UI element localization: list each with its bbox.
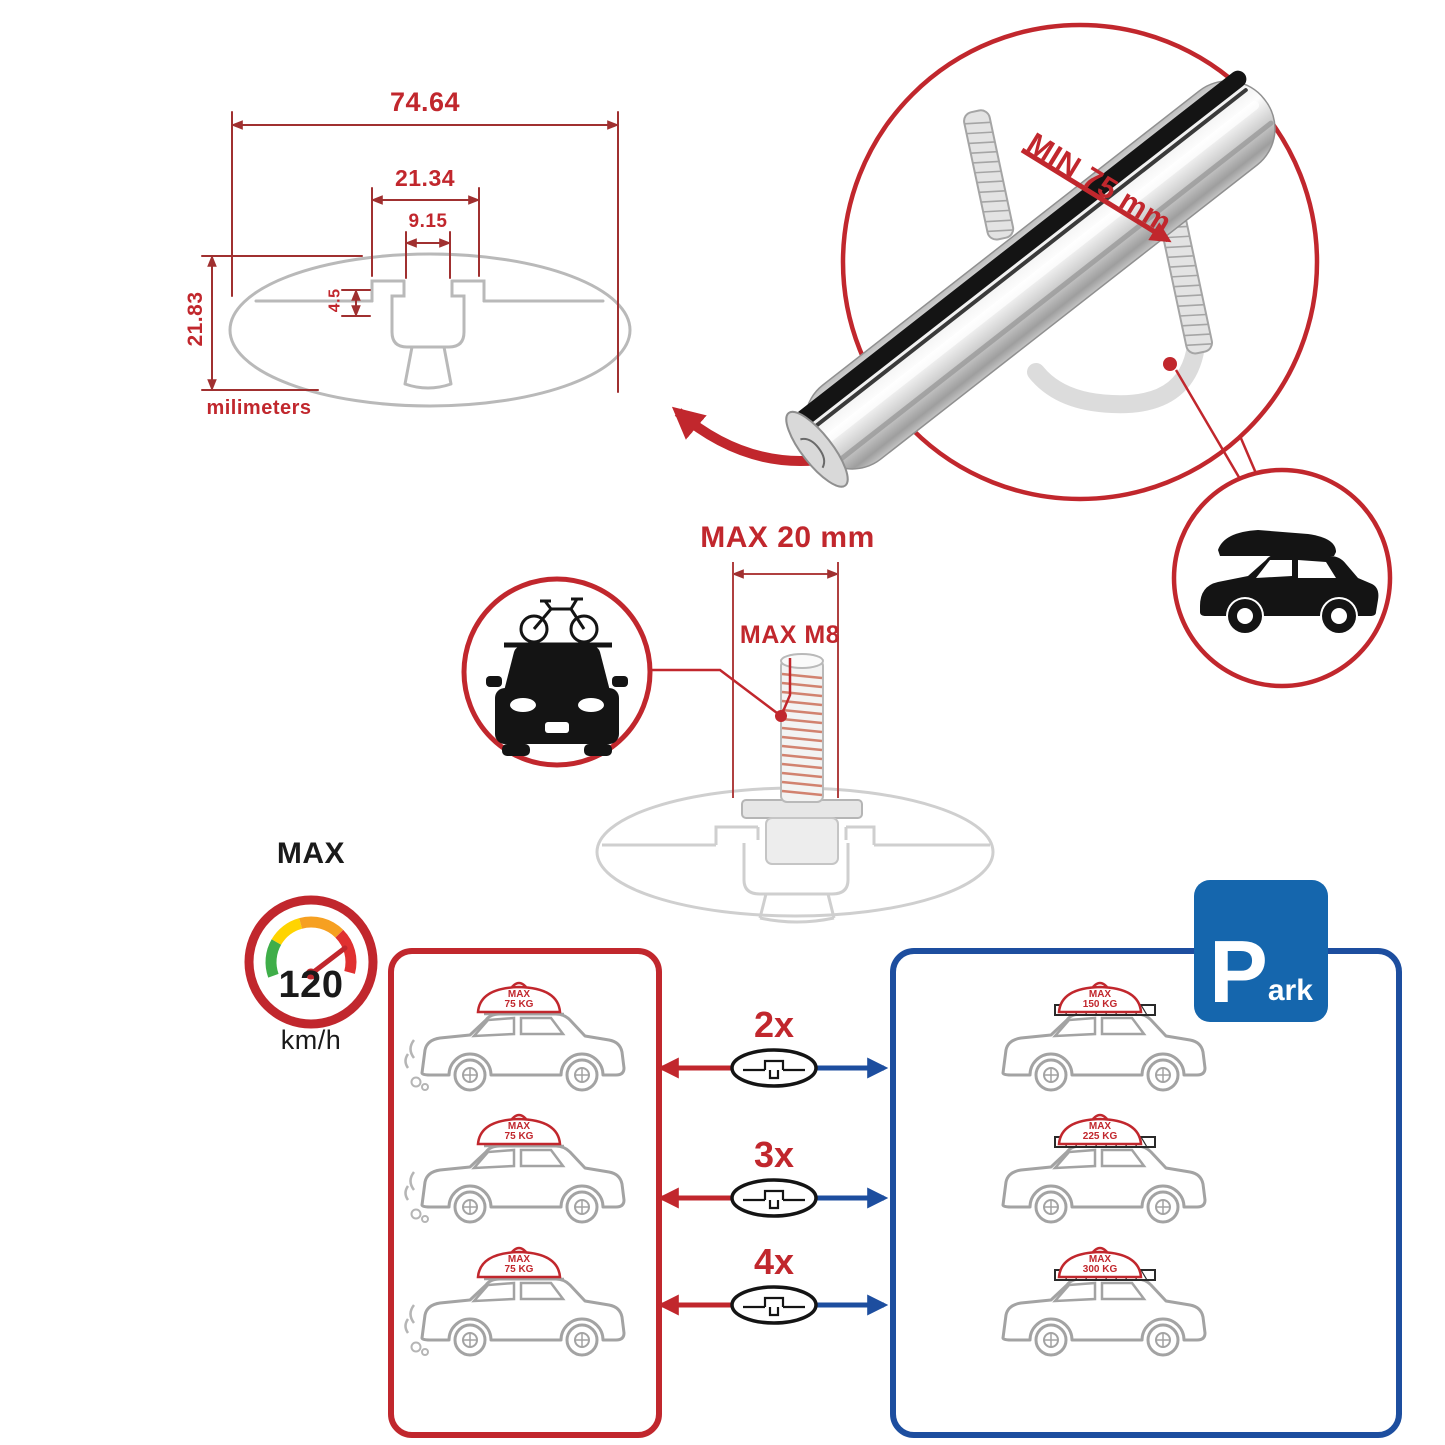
driving-limit-panel: MAX 75 KG MAX 75 KG MAX 75 KG [388, 948, 662, 1438]
car-with-roofbox-icon [1200, 530, 1379, 633]
car-with-roofbag: MAX 75 KG [404, 978, 634, 1108]
cargo-weight-label: 225 KG [1082, 1131, 1118, 1142]
profile-pointer-arrow [671, 406, 860, 466]
dim-lip-height: 4.5 [326, 288, 344, 313]
parked-car-with-basket: MAX 300 KG [985, 1243, 1215, 1373]
cargo-weight-label: 75 KG [504, 1131, 534, 1142]
bolt-max-length-label: MAX 20 mm [700, 521, 875, 554]
cargo-max-label: MAX [507, 1121, 531, 1132]
profile-dimension-diagram [201, 111, 632, 408]
units-label: milimeters [206, 397, 312, 419]
cargo-max-label: MAX [507, 1254, 531, 1265]
bar-count-row [657, 1285, 889, 1325]
car-front-bike-icon [486, 597, 628, 756]
cargo-max-label: MAX [1088, 1121, 1112, 1132]
dim-inner-slot-width: 9.15 [408, 211, 448, 232]
ghost-profile [595, 786, 995, 924]
car-with-roofbag: MAX 75 KG [404, 1243, 634, 1373]
bar-count-row [657, 1178, 889, 1218]
dim-total-width: 74.64 [389, 87, 461, 117]
cargo-weight-label: 75 KG [504, 999, 534, 1010]
thread-callout-line [780, 658, 792, 715]
speedometer-icon [244, 895, 378, 1029]
speed-max-title: MAX [276, 837, 346, 870]
parked-car-with-basket: MAX 225 KG [985, 1110, 1215, 1240]
parked-car-with-basket: MAX 150 KG [985, 978, 1215, 1108]
parked-limit-panel: MAX 150 KG MAX 225 KG MAX 300 KG [890, 948, 1402, 1438]
crossbar-detail-circle [840, 22, 1320, 502]
bolt-max-thread-label: MAX M8 [739, 621, 841, 649]
cargo-max-label: MAX [1088, 989, 1112, 1000]
min-clearance-label: MIN 75 mm [1021, 126, 1178, 241]
cargo-weight-label: 300 KG [1082, 1264, 1118, 1275]
bar-count-row [657, 1048, 889, 1088]
roofbox-car-circle [1171, 467, 1393, 689]
cargo-weight-label: 150 KG [1082, 999, 1118, 1010]
cargo-max-label: MAX [1088, 1254, 1112, 1265]
bolt-dimension-lines [731, 562, 840, 798]
bolt-icon [741, 653, 863, 865]
car-with-roofbag: MAX 75 KG [404, 1110, 634, 1240]
cargo-max-label: MAX [507, 989, 531, 1000]
u-bolt-icon [963, 109, 1214, 414]
speed-unit: km/h [280, 1025, 342, 1055]
callout-lines [1174, 369, 1266, 497]
cargo-weight-label: 75 KG [504, 1264, 534, 1275]
bike-car-callout-line [650, 668, 778, 714]
thread-callout-dot [775, 710, 787, 722]
dim-total-height: 21.83 [183, 291, 207, 347]
bar-count-2x: 2x [753, 1004, 795, 1045]
parking-sign-text: ark [1267, 974, 1313, 1007]
bike-car-circle [461, 576, 653, 768]
bar-count-4x: 4x [753, 1241, 795, 1282]
speed-value: 120 [278, 964, 344, 1006]
dim-outer-slot-width: 21.34 [394, 165, 456, 191]
hook-position-dot [1163, 357, 1177, 371]
bar-count-3x: 3x [753, 1134, 795, 1175]
parking-sign-letter: P [1209, 922, 1268, 1022]
